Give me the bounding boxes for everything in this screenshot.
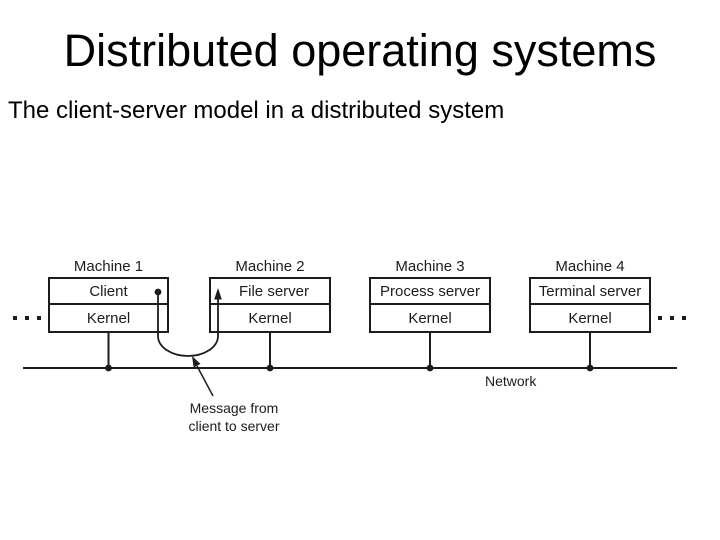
message-path-arrow-icon	[154, 288, 222, 357]
slide-subtitle: The client-server model in a distributed…	[8, 97, 505, 124]
annotation-arrow-icon	[192, 356, 214, 397]
machine-1-label: Machine 1	[74, 258, 143, 275]
message-label-line1: Message from	[190, 400, 279, 416]
network-label: Network	[485, 373, 537, 389]
machine-3-bottom-cell-label: Kernel	[408, 310, 451, 327]
machine-1-bottom-cell-label: Kernel	[87, 310, 130, 327]
network-tap-dots	[105, 364, 594, 372]
machine-3-top-cell-label: Process server	[380, 283, 480, 300]
ellipsis-right-icon	[658, 316, 686, 320]
client-server-diagram: Machine 1 Machine 2 Machine 3 Machine 4 …	[13, 258, 686, 434]
ellipsis-left-icon	[13, 316, 41, 320]
machine-3-label: Machine 3	[395, 258, 464, 275]
machine-2-label: Machine 2	[235, 258, 304, 275]
machine-2-box: File server Kernel	[209, 277, 331, 333]
machine-2-top-cell-label: File server	[239, 283, 309, 300]
machine-2-bottom-cell-label: Kernel	[248, 310, 291, 327]
machine-network-connectors	[107, 332, 591, 368]
machine-4-label: Machine 4	[555, 258, 624, 275]
page-title: Distributed operating systems	[63, 25, 657, 76]
machine-1-box: Client Kernel	[48, 277, 169, 333]
machine-4-box: Terminal server Kernel	[529, 277, 651, 333]
machine-3-box: Process server Kernel	[369, 277, 491, 333]
machine-4-bottom-cell-label: Kernel	[568, 310, 611, 327]
message-label-line2: client to server	[188, 418, 279, 434]
machine-4-top-cell-label: Terminal server	[539, 283, 642, 300]
machine-1-top-cell-label: Client	[89, 283, 128, 300]
